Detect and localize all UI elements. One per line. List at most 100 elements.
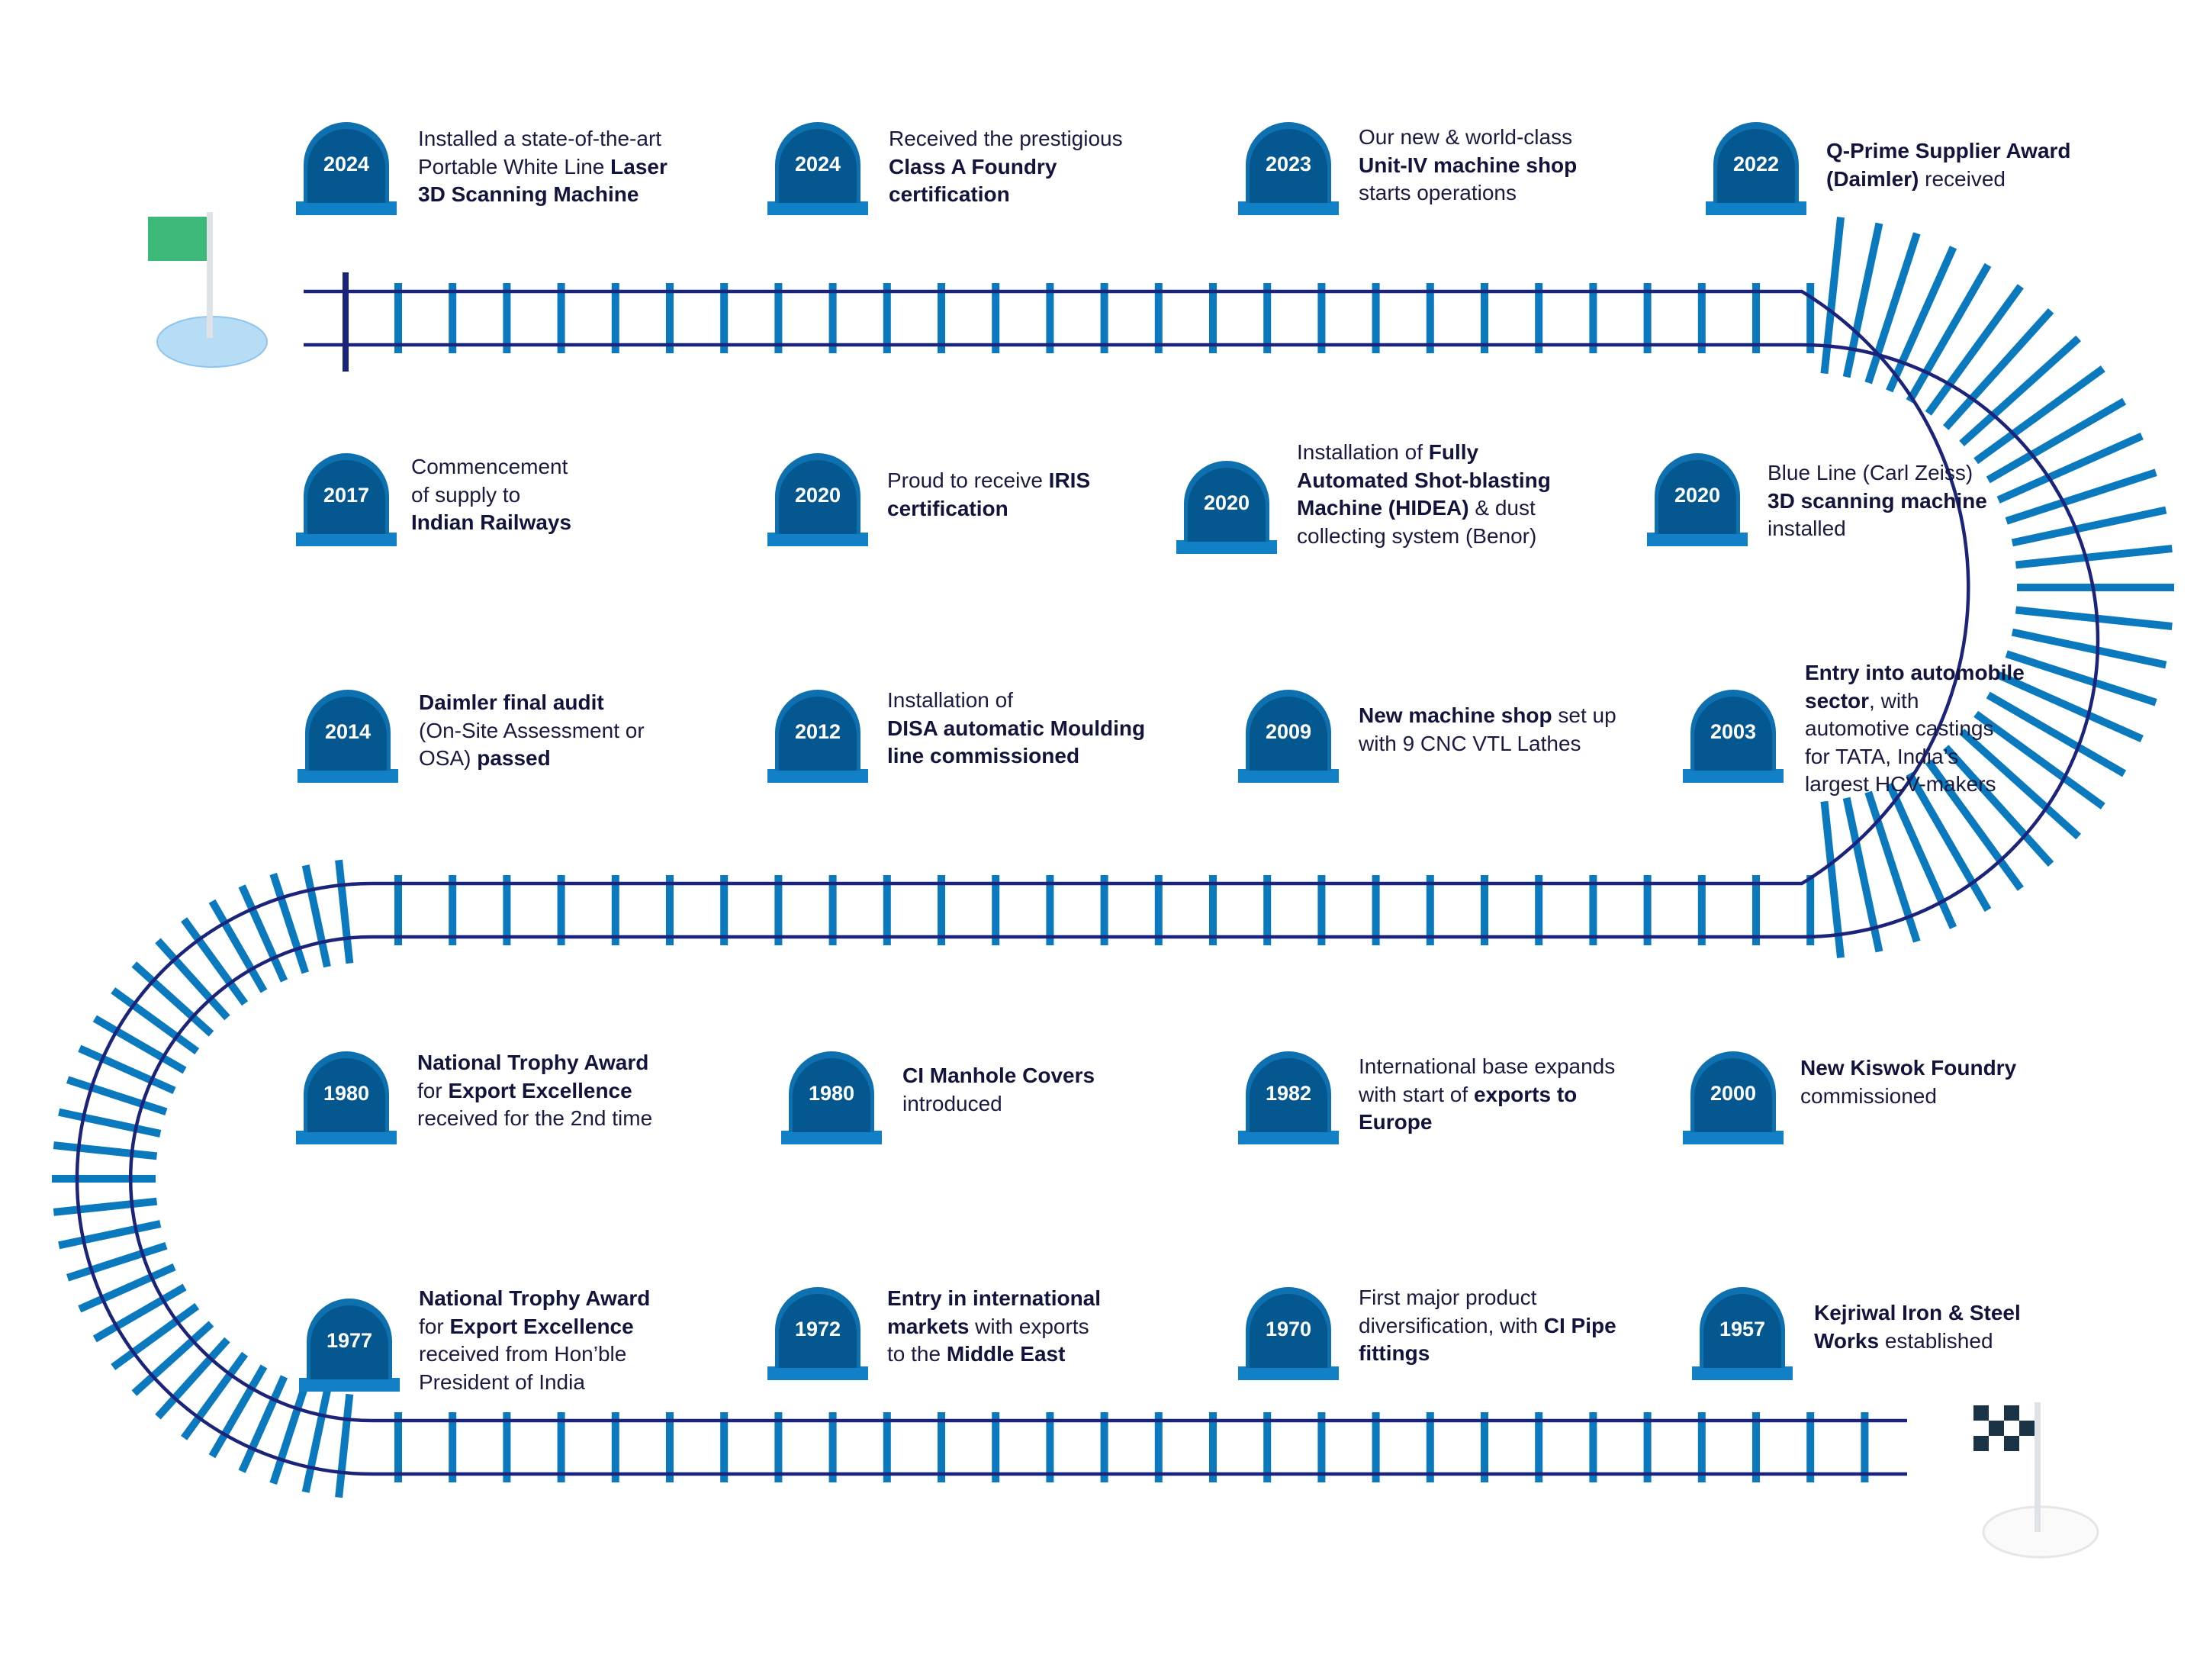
track-tie	[78, 1263, 176, 1313]
track-tie	[1861, 1412, 1869, 1482]
track-tie	[1752, 283, 1760, 353]
milestone-year: 2014	[324, 720, 372, 743]
track-tie	[557, 875, 565, 945]
track-tie	[335, 1393, 354, 1498]
track-tie	[1589, 1412, 1597, 1482]
description-line: New machine shop set up	[1359, 702, 1616, 730]
milestone-stone-icon: 2024	[296, 119, 397, 215]
track-tie	[1426, 283, 1434, 353]
milestone-stone-icon: 2000	[1683, 1048, 1784, 1144]
track-tie	[1906, 771, 1992, 912]
track-tie	[557, 283, 565, 353]
text: starts operations	[1359, 181, 1517, 204]
text: collecting system (Benor)	[1297, 523, 1537, 548]
text: , with	[1869, 688, 1919, 713]
description-line: Unit-IV machine shop	[1359, 152, 1577, 180]
milestone-year: 1980	[808, 1082, 855, 1105]
track-tie	[720, 875, 729, 945]
bold-text: certification	[889, 182, 1010, 206]
text: President of India	[419, 1369, 585, 1394]
text: for	[419, 1314, 450, 1338]
milestone-year: 1980	[323, 1082, 370, 1105]
track-tie	[1263, 283, 1272, 353]
description-line: Installation of Fully	[1297, 439, 1551, 467]
bold-text: passed	[477, 746, 551, 770]
description-line: Works established	[1814, 1328, 2021, 1356]
track-tie	[611, 283, 619, 353]
track-tie	[1100, 283, 1108, 353]
track-tie	[938, 875, 945, 945]
track-tie	[1154, 875, 1163, 945]
track-tie	[155, 1337, 230, 1420]
track-tie	[53, 1197, 158, 1216]
track-tie	[503, 283, 511, 353]
bold-text: National Trophy Award	[419, 1286, 651, 1310]
track-tie	[53, 1141, 158, 1160]
track-tie	[1317, 283, 1326, 353]
text: with start of	[1359, 1082, 1474, 1106]
track-tie	[1925, 284, 2024, 416]
text: OSA)	[419, 746, 478, 770]
track-tie	[1886, 782, 1957, 929]
milestone-year: 2022	[1732, 153, 1780, 175]
track-tie	[666, 875, 674, 945]
description-line: Kejriwal Iron & Steel	[1814, 1299, 2021, 1328]
milestone-year: 2003	[1710, 720, 1757, 743]
description-line: Q-Prime Supplier Award	[1826, 137, 2071, 166]
text: with 9 CNC VTL Lathes	[1359, 731, 1581, 755]
track-tie	[828, 283, 837, 353]
track-tie	[883, 1412, 891, 1482]
description-line: Received the prestigious	[889, 125, 1123, 153]
track-tie	[1925, 759, 2024, 891]
description-line: with 9 CNC VTL Lathes	[1359, 730, 1616, 758]
milestone-stone-icon: 2024	[767, 119, 868, 215]
description-line: fittings	[1359, 1340, 1616, 1368]
track-tie	[1372, 1412, 1380, 1482]
track-tie	[1697, 283, 1706, 353]
description-line: sector, with	[1805, 687, 2025, 716]
milestone-year: 1972	[794, 1318, 841, 1340]
bold-text: certification	[887, 496, 1008, 520]
text: Installation of	[887, 688, 1013, 712]
text: Installed a state-of-the-art	[418, 127, 662, 150]
track-tie	[269, 873, 309, 974]
description-line: First major product	[1359, 1284, 1616, 1312]
text: Installation of	[1297, 440, 1429, 464]
text: introduced	[902, 1091, 1002, 1115]
description-line: Entry in international	[887, 1285, 1101, 1313]
text: of supply to	[411, 482, 521, 507]
track-tie	[335, 859, 354, 964]
milestone-description: National Trophy Award for Export Excellen…	[419, 1285, 650, 1396]
milestone-description: Blue Line (Carl Zeiss)3D scanning machin…	[1768, 459, 1987, 543]
milestone-stone-icon: 2012	[767, 687, 868, 783]
track-tie	[394, 875, 402, 945]
milestone-year: 1957	[1719, 1318, 1766, 1340]
description-line: International base expands	[1359, 1053, 1615, 1081]
track-tie	[66, 1076, 168, 1115]
milestone-stone-icon: 2020	[1647, 450, 1748, 546]
track-tie	[1481, 1412, 1488, 1482]
track-tie	[449, 1412, 457, 1482]
description-line: with start of exports to	[1359, 1081, 1615, 1109]
track-tie	[394, 1412, 402, 1482]
text: installed	[1768, 517, 1846, 540]
text: & dust	[1468, 496, 1536, 520]
description-line: collecting system (Benor)	[1297, 523, 1551, 551]
track-tie	[1959, 335, 2082, 447]
description-line: certification	[889, 181, 1123, 209]
bold-text: Export Excellence	[449, 1314, 634, 1338]
track-tie	[1372, 283, 1380, 353]
bold-text: 3D Scanning Machine	[418, 182, 639, 206]
description-line: Europe	[1359, 1109, 1615, 1137]
track-tie	[181, 1351, 249, 1440]
track-tie	[1973, 710, 2105, 809]
track-tie	[1864, 232, 1921, 385]
track-tie	[66, 1242, 168, 1282]
milestone-stone-icon: 2020	[767, 450, 868, 546]
track-tie	[78, 1044, 176, 1095]
description-line: Class A Foundry	[889, 153, 1123, 182]
track-tie	[111, 1302, 200, 1370]
